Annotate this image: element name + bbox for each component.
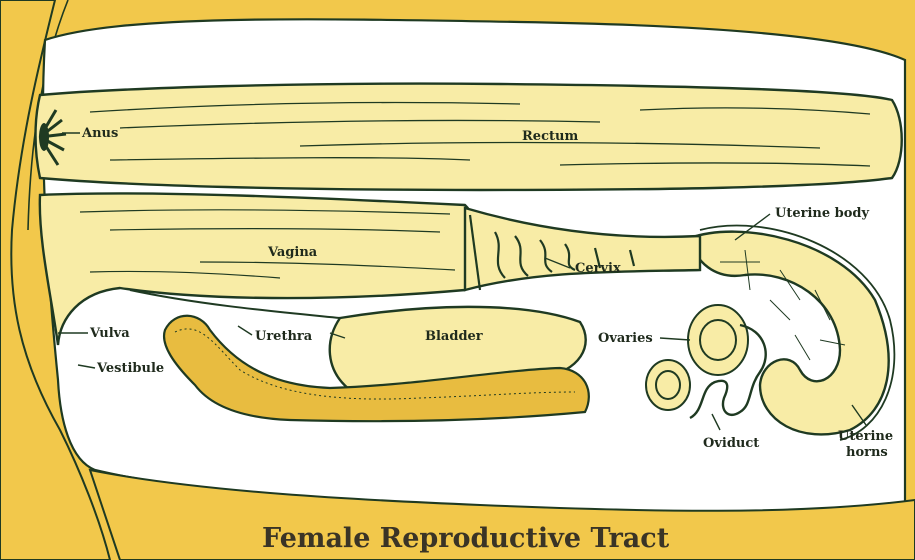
label-uterine-horns-1: Uterine	[838, 429, 893, 444]
label-uterine-horns-2: horns	[846, 445, 888, 460]
label-vulva: Vulva	[89, 326, 130, 341]
label-cervix: Cervix	[575, 261, 621, 276]
label-urethra: Urethra	[255, 329, 313, 344]
label-vestibule: Vestibule	[96, 361, 164, 376]
label-bladder: Bladder	[425, 329, 483, 344]
rectum	[36, 84, 902, 190]
label-anus: Anus	[81, 126, 118, 141]
label-vagina: Vagina	[267, 245, 318, 260]
label-uterine-body: Uterine body	[775, 206, 869, 221]
label-rectum: Rectum	[522, 129, 578, 144]
label-oviduct: Oviduct	[703, 436, 759, 451]
diagram-title: Female Reproductive Tract	[262, 523, 670, 554]
label-ovaries: Ovaries	[598, 331, 653, 346]
